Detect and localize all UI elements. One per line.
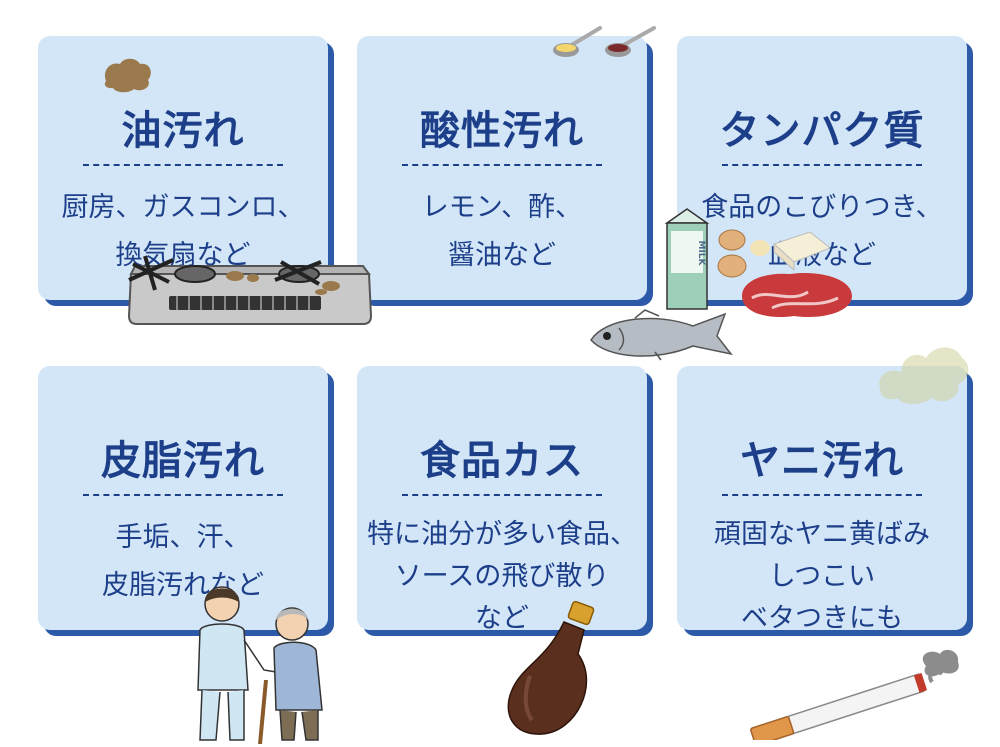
card-title: 酸性汚れ — [420, 108, 584, 154]
card-description-line: 厨房、ガスコンロ、 — [61, 192, 305, 223]
card-divider — [83, 164, 283, 166]
card-description-line: 手垢、汗、 — [115, 522, 251, 553]
oil-stain-icon — [104, 58, 151, 93]
card-description-line: ベタつきにも — [741, 603, 903, 634]
card-description-line: など — [475, 603, 529, 634]
card-divider — [722, 164, 922, 166]
card-title: ヤニ汚れ — [740, 438, 904, 484]
meat-icon — [742, 272, 852, 318]
card-description: 頑固なヤニ黄ばみ しつこい ベタつきにも — [681, 514, 963, 640]
egg-icon — [717, 229, 770, 278]
card-description-line: 特に油分が多い食品、 — [367, 519, 637, 550]
card-description-line: レモン、酢、 — [421, 192, 583, 223]
milk-label: MILK — [696, 240, 706, 266]
card-divider — [83, 494, 283, 496]
card-divider — [402, 494, 602, 496]
card-description: レモン、酢、 醤油など — [361, 184, 643, 280]
milk-carton-icon: MILK — [664, 208, 710, 310]
cheese-icon — [773, 231, 831, 272]
spoon-icon — [553, 26, 656, 57]
smoke-icon — [879, 347, 969, 404]
card-description-line: 頑固なヤニ黄ばみ — [714, 519, 930, 550]
card-nicotine-stains: ヤニ汚れ 頑固なヤニ黄ばみ しつこい ベタつきにも — [677, 366, 967, 634]
cigarette-icon — [750, 649, 959, 740]
card-title: 皮脂汚れ — [101, 438, 265, 484]
fish-icon — [590, 309, 733, 361]
card-acidic-stains: 酸性汚れ レモン、酢、 醤油など — [357, 36, 647, 300]
card-divider — [402, 164, 602, 166]
card-description-line: ソースの飛び散り — [394, 561, 610, 592]
card-description-line: しつこい — [768, 561, 876, 592]
card-description: 特に油分が多い食品、 ソースの飛び散り など — [361, 514, 643, 640]
card-title: タンパク質 — [719, 108, 925, 154]
card-divider — [722, 494, 922, 496]
card-title: 油汚れ — [121, 108, 245, 154]
card-title: 食品カス — [420, 438, 584, 484]
card-food-residue: 食品カス 特に油分が多い食品、 ソースの飛び散り など — [357, 366, 647, 634]
soy-sauce-bottle-icon — [507, 600, 595, 735]
caregiver-elderly-icon — [197, 586, 323, 745]
card-description-line: 醤油など — [448, 240, 556, 271]
card-description-line: 食品のこびりつき、 — [701, 192, 943, 223]
gas-stove-icon — [127, 255, 373, 325]
card-sebum-stains: 皮脂汚れ 手垢、汗、 皮脂汚れなど — [38, 366, 328, 630]
